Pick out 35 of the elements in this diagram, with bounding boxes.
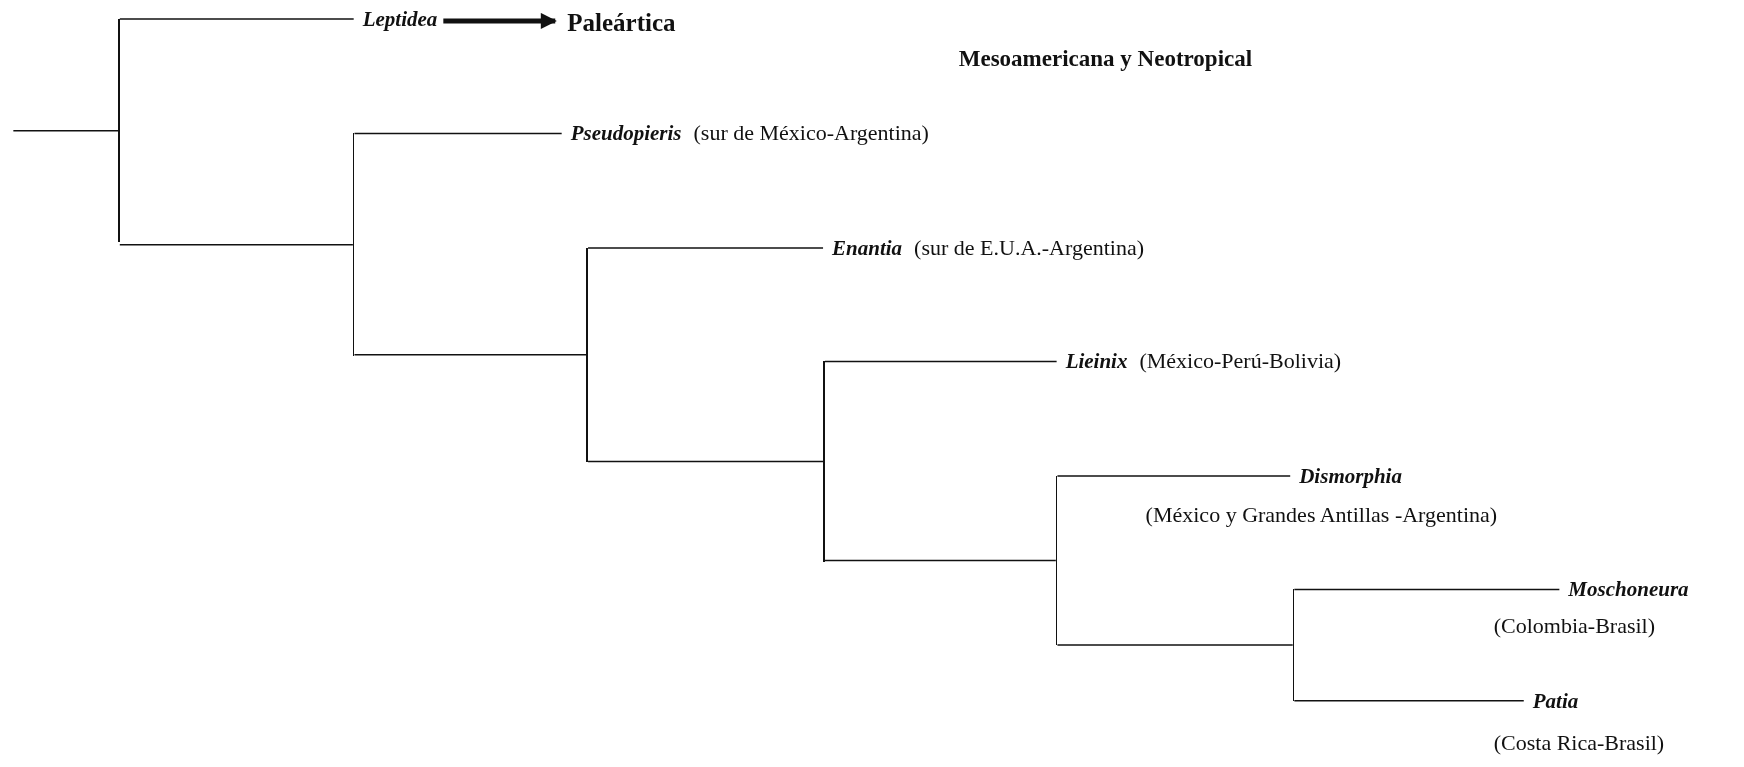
range-label: (Colombia-Brasil) xyxy=(1493,613,1656,640)
tree-branch-line xyxy=(119,243,354,246)
tree-branch-line xyxy=(824,360,1058,363)
region-label: Paleártica xyxy=(567,8,676,39)
tree-branch-line xyxy=(12,129,119,132)
tree-branch-line xyxy=(1293,588,1561,591)
range-label: (México y Grandes Antillas -Argentina) xyxy=(1145,501,1498,528)
tree-branch-line xyxy=(587,460,825,463)
region-heading: Mesoamericana y Neotropical xyxy=(958,44,1253,73)
tree-branch-line xyxy=(353,354,588,356)
tree-branch-line xyxy=(586,248,589,462)
range-label: (México-Perú-Bolivia) xyxy=(1139,348,1342,375)
arrow xyxy=(443,12,557,29)
taxon-label: Dismorphia xyxy=(1290,463,1402,490)
range-label: (Costa Rica-Brasil) xyxy=(1493,729,1665,756)
tree-branch-line xyxy=(1293,699,1525,702)
tree-branch-line xyxy=(587,247,824,249)
taxon-label: Pseudopieris xyxy=(561,120,682,147)
tree-branch-line xyxy=(1056,475,1291,477)
tree-branch-line xyxy=(119,18,355,20)
taxon-label: Enantia xyxy=(823,235,903,261)
tree-branch-line xyxy=(1055,476,1058,646)
tree-branch-line xyxy=(1056,644,1294,646)
tree-branch-line xyxy=(823,361,825,562)
tree-branch-line xyxy=(118,18,120,243)
range-label: (sur de México-Argentina) xyxy=(693,120,929,147)
tree-branch-line xyxy=(1292,589,1295,701)
tree-branch-line xyxy=(352,133,355,356)
range-label: (sur de E.U.A.-Argentina) xyxy=(914,235,1144,261)
taxon-label: Moschoneura xyxy=(1559,576,1689,603)
taxon-label: Patia xyxy=(1523,687,1579,714)
tree-branch-line xyxy=(353,132,563,135)
taxon-label: Lieinix xyxy=(1056,348,1128,375)
taxon-label: Leptidea xyxy=(353,5,438,32)
tree-branch-line xyxy=(824,559,1057,562)
